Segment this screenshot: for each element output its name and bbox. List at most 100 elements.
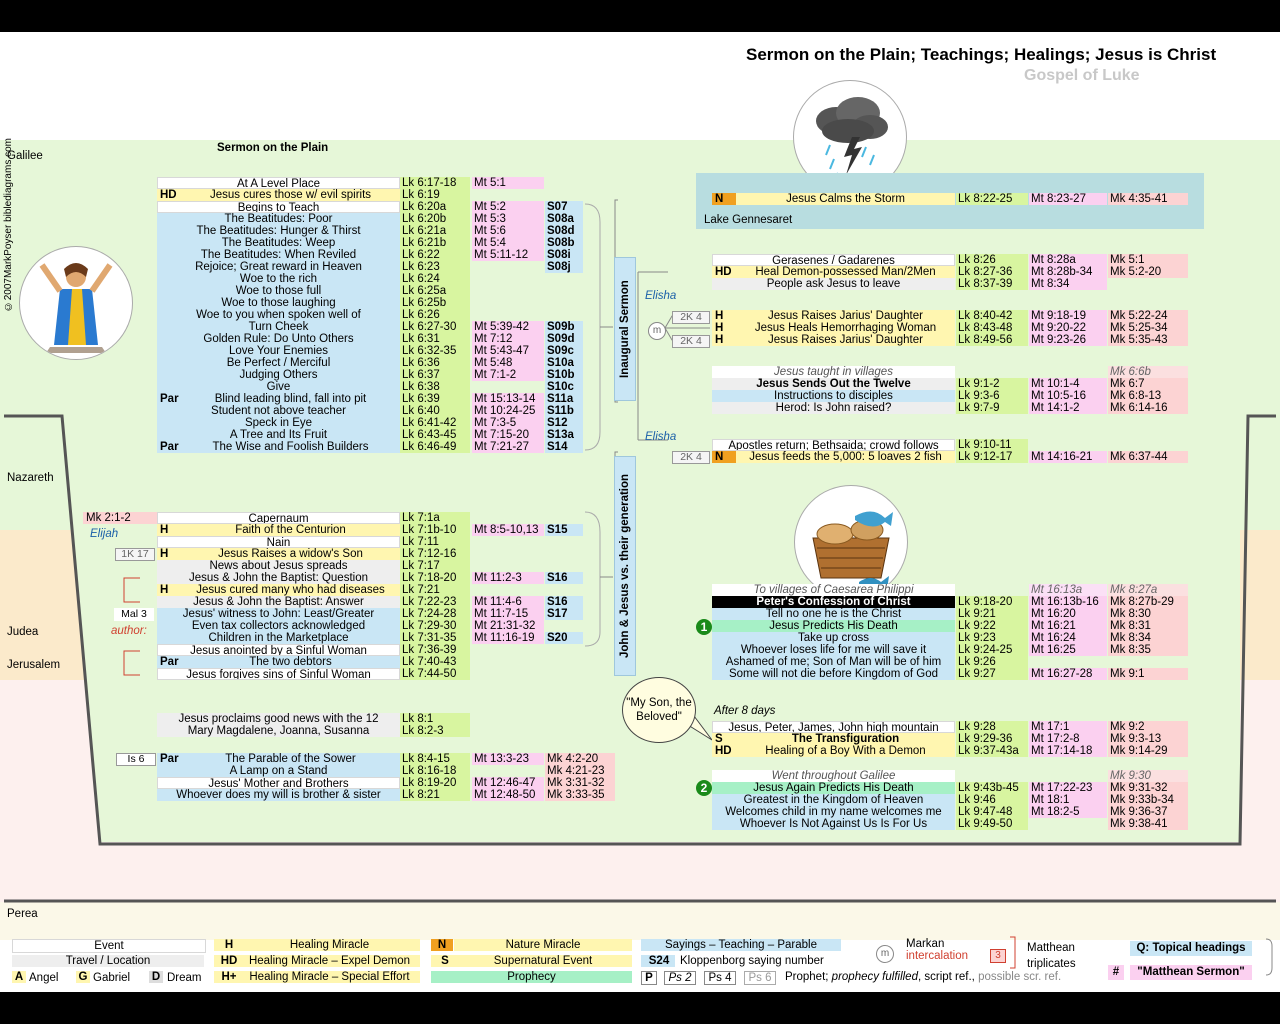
luke-ref: Lk 6:25b (400, 297, 470, 309)
event-title: Rejoice; Great reward in Heaven (157, 261, 400, 273)
region-label-jerusalem: Jerusalem (7, 659, 61, 671)
event-tag: H (157, 584, 181, 596)
luke-ref: Lk 7:40-43 (400, 656, 470, 668)
legend-special: Healing Miracle – Special Effort (239, 971, 420, 983)
legend-angel-tag: A (12, 971, 26, 983)
luke-ref: Lk 9:24-25 (956, 644, 1028, 656)
prediction-number-2: 2 (696, 780, 712, 796)
kloppenborg-number: S09c (545, 345, 583, 357)
matthew-ref: Mt 5:43-47 (472, 345, 544, 357)
event-title: Speck in Eye (157, 417, 400, 429)
event-title: The Beatitudes: Weep (157, 237, 400, 249)
ref-2k4-c: 2K 4 (672, 451, 710, 464)
legend-n-tag: N (431, 939, 453, 951)
legend-prophet-text: Prophet; prophecy fulfilled, script ref.… (785, 971, 1062, 983)
matthew-ref: Mt 5:4 (472, 237, 544, 249)
luke-ref: Lk 8:4-15 (400, 753, 470, 765)
matthew-ref: Mt 9:20-22 (1029, 322, 1107, 334)
luke-ref: Lk 7:31-35 (400, 632, 470, 644)
luke-ref: Lk 9:12-17 (956, 451, 1028, 463)
event-title: Some will not die before Kingdom of God (712, 668, 955, 680)
legend-gabriel: Gabriel (93, 972, 131, 984)
luke-ref: Lk 6:43-45 (400, 429, 470, 441)
legend-ps6: Ps 6 (744, 971, 776, 985)
matthew-ref: Mt 9:23-26 (1029, 334, 1107, 346)
event-title: Turn Cheek (157, 321, 400, 333)
matthew-ref: Mt 7:12 (472, 333, 544, 345)
matthew-ref: Mt 18:2-5 (1029, 806, 1107, 818)
event-tag: N (712, 451, 736, 463)
luke-ref: Lk 7:1a (400, 512, 470, 524)
mark-ref: Mk 9:1 (1108, 668, 1188, 680)
matthew-ref: Mt 8:34 (1029, 278, 1107, 290)
matthew-ref: Mt 11:2-3 (472, 572, 544, 584)
ref-is6: Is 6 (116, 753, 156, 766)
mark-ref: Mk 9:36-37 (1108, 806, 1188, 818)
luke-ref: Lk 7:18-20 (400, 572, 470, 584)
luke-ref: Lk 6:17-18 (400, 177, 470, 189)
luke-ref: Lk 6:40 (400, 405, 470, 417)
luke-ref: Lk 9:3-6 (956, 390, 1028, 402)
event-title: Golden Rule: Do Unto Others (157, 333, 400, 345)
event-title: Give (157, 381, 400, 393)
matthew-ref: Mt 9:18-19 (1029, 310, 1107, 322)
event-tag: H (157, 548, 181, 560)
mark-ref: Mk 5:2-20 (1108, 266, 1188, 278)
ref-mal3: Mal 3 (114, 608, 154, 621)
event-title: Jesus & John the Baptist: Question (157, 572, 400, 584)
event-title: Jesus proclaims good news with the 12 (157, 713, 400, 725)
matthew-ref: Mt 5:3 (472, 213, 544, 225)
event-tag: S (712, 733, 736, 745)
luke-ref: Lk 9:23 (956, 632, 1028, 644)
luke-ref: Lk 7:29-30 (400, 620, 470, 632)
matthew-ref: Mt 11:4-6 (472, 596, 544, 608)
event-title: A Tree and Its Fruit (157, 429, 400, 441)
sermon-heading: Sermon on the Plain (217, 142, 329, 154)
ref-2k4-b: 2K 4 (672, 335, 710, 348)
matthew-ref: Mt 16:13a (1029, 584, 1107, 596)
luke-ref: Lk 8:1 (400, 713, 470, 725)
event-title: Woe to those laughing (157, 297, 400, 309)
kloppenborg-number: S12 (545, 417, 583, 429)
matthew-ref: Mt 13:3-23 (472, 753, 544, 765)
luke-ref: Lk 9:46 (956, 794, 1028, 806)
legend-kloppenborg: Kloppenborg saying number (680, 955, 824, 967)
event-title: A Lamp on a Stand (157, 765, 400, 777)
luke-ref: Lk 7:24-28 (400, 608, 470, 620)
luke-ref: Lk 7:22-23 (400, 596, 470, 608)
mark-ref: Mk 4:2-20 (545, 753, 615, 765)
event-title: Herod: Is John raised? (712, 402, 955, 414)
event-tag: Par (157, 656, 181, 668)
nature-miracle-tag: N (712, 193, 736, 205)
event-title: Jesus Predicts His Death (712, 620, 955, 632)
event-title: Ashamed of me; Son of Man will be of him (712, 656, 955, 668)
kloppenborg-number: S20 (545, 632, 583, 644)
elisha-label: Elisha (645, 290, 677, 302)
mark-ref: Mk 9:30 (1108, 770, 1188, 782)
page-title: Sermon on the Plain; Teachings; Healings… (746, 45, 1217, 64)
event-title: Greatest in the Kingdom of Heaven (712, 794, 955, 806)
luke-ref: Lk 9:28 (956, 721, 1028, 733)
luke-ref: Lk 7:11 (400, 536, 470, 548)
legend-ps4: Ps 4 (704, 971, 736, 985)
matthew-ref: Mt 5:1 (472, 177, 544, 189)
